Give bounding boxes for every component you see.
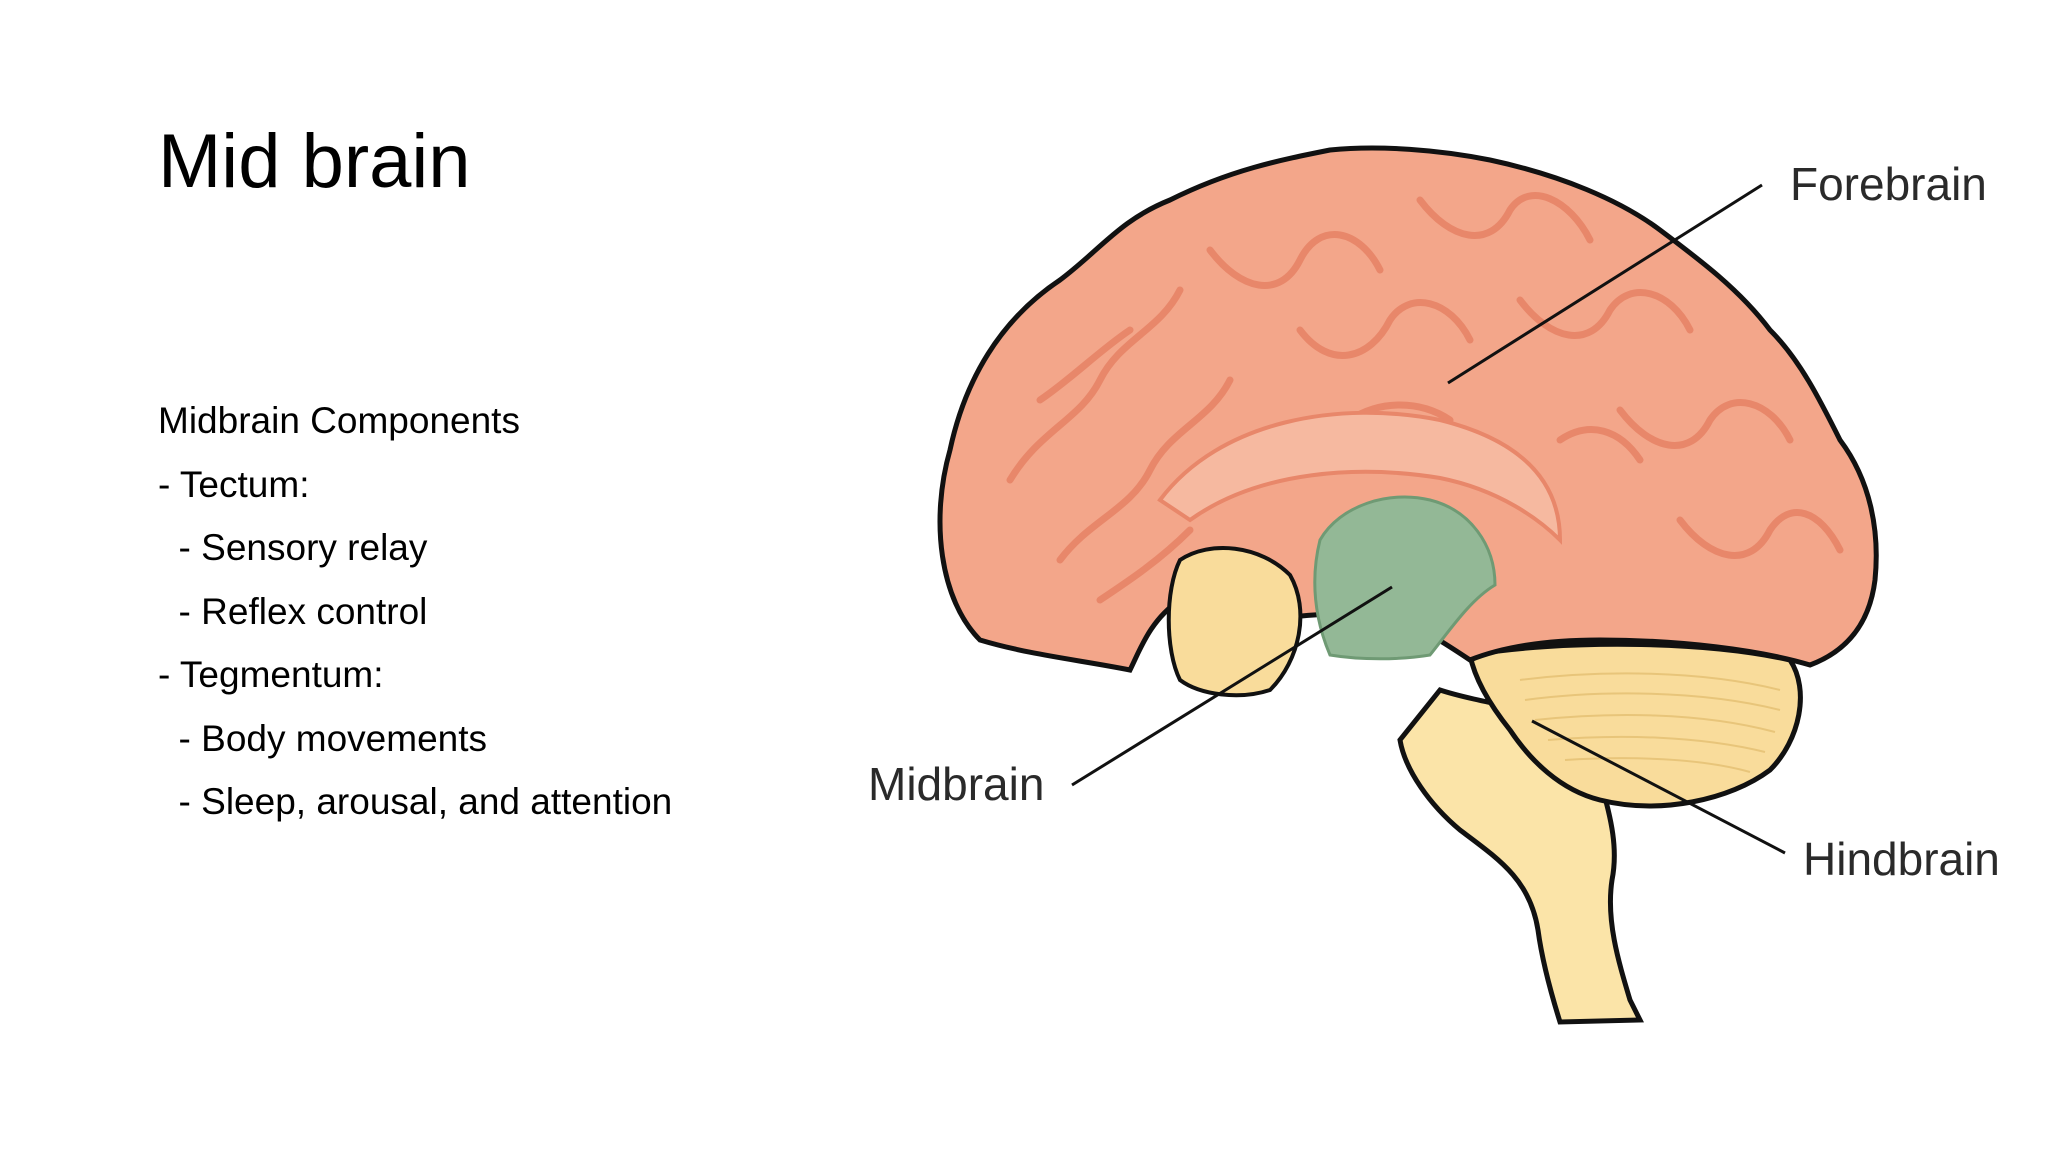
diencephalon-shape [1166,546,1303,698]
list-heading: Midbrain Components [158,400,520,441]
hindbrain-label: Hindbrain [1803,833,2000,885]
list-item: - Tegmentum: [158,654,384,695]
list-item: - Body movements [158,717,488,759]
list-item: - Sleep, arousal, and attention [158,781,673,822]
slide-title: Mid brain [158,119,471,204]
midbrain-components-list: Midbrain Components - Tectum: - Sensory … [158,393,672,838]
forebrain-leader-line [1447,183,1763,385]
list-item: - Reflex control [158,590,428,632]
forebrain-label: Forebrain [1790,158,1987,210]
midbrain-leader-line [1071,585,1393,787]
corpus-callosum [1157,410,1563,545]
cerebellum-folia [1519,672,1781,773]
midbrain-label: Midbrain [868,758,1044,810]
hindbrain-leader-line [1531,719,1786,855]
list-item: - Sensory relay [158,527,428,568]
list-item: - Tectum: [158,463,310,505]
cerebrum-folds [1006,192,1844,604]
midbrain-shape [1313,495,1497,661]
